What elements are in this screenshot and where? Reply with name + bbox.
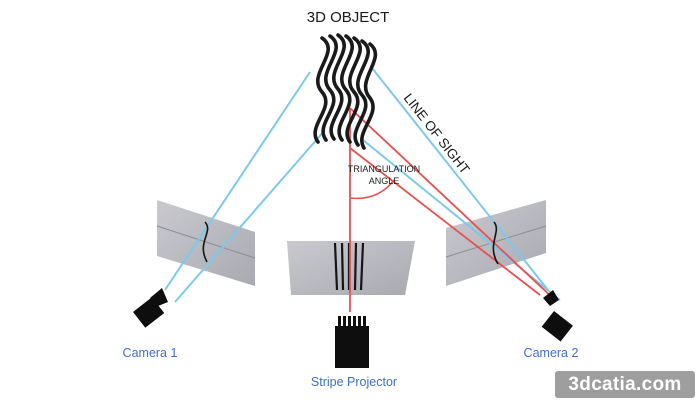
camera2-captured-stripe bbox=[492, 221, 499, 265]
camera2-plane-horizon bbox=[445, 225, 547, 258]
camera1-icon bbox=[133, 288, 168, 328]
camera2-icon bbox=[541, 290, 573, 342]
camera1-image-plane bbox=[157, 200, 255, 286]
camera1-label: Camera 1 bbox=[123, 346, 178, 360]
triangulation-angle-arc bbox=[349, 179, 395, 200]
object-3d bbox=[313, 33, 378, 150]
angle-label: ANGLE bbox=[369, 176, 400, 186]
projector-icon bbox=[335, 316, 369, 368]
camera1-captured-stripe bbox=[202, 221, 209, 263]
watermark: 3dcatia.com bbox=[555, 371, 695, 398]
camera2-label: Camera 2 bbox=[524, 346, 579, 360]
camera1-plane-horizon bbox=[156, 225, 256, 259]
object-label: 3D OBJECT bbox=[307, 9, 390, 26]
projector-image-plane bbox=[287, 241, 415, 295]
triangulation-label: TRIANGULATION bbox=[348, 164, 420, 174]
projector-label: Stripe Projector bbox=[311, 375, 397, 389]
projected-stripes bbox=[333, 242, 365, 291]
